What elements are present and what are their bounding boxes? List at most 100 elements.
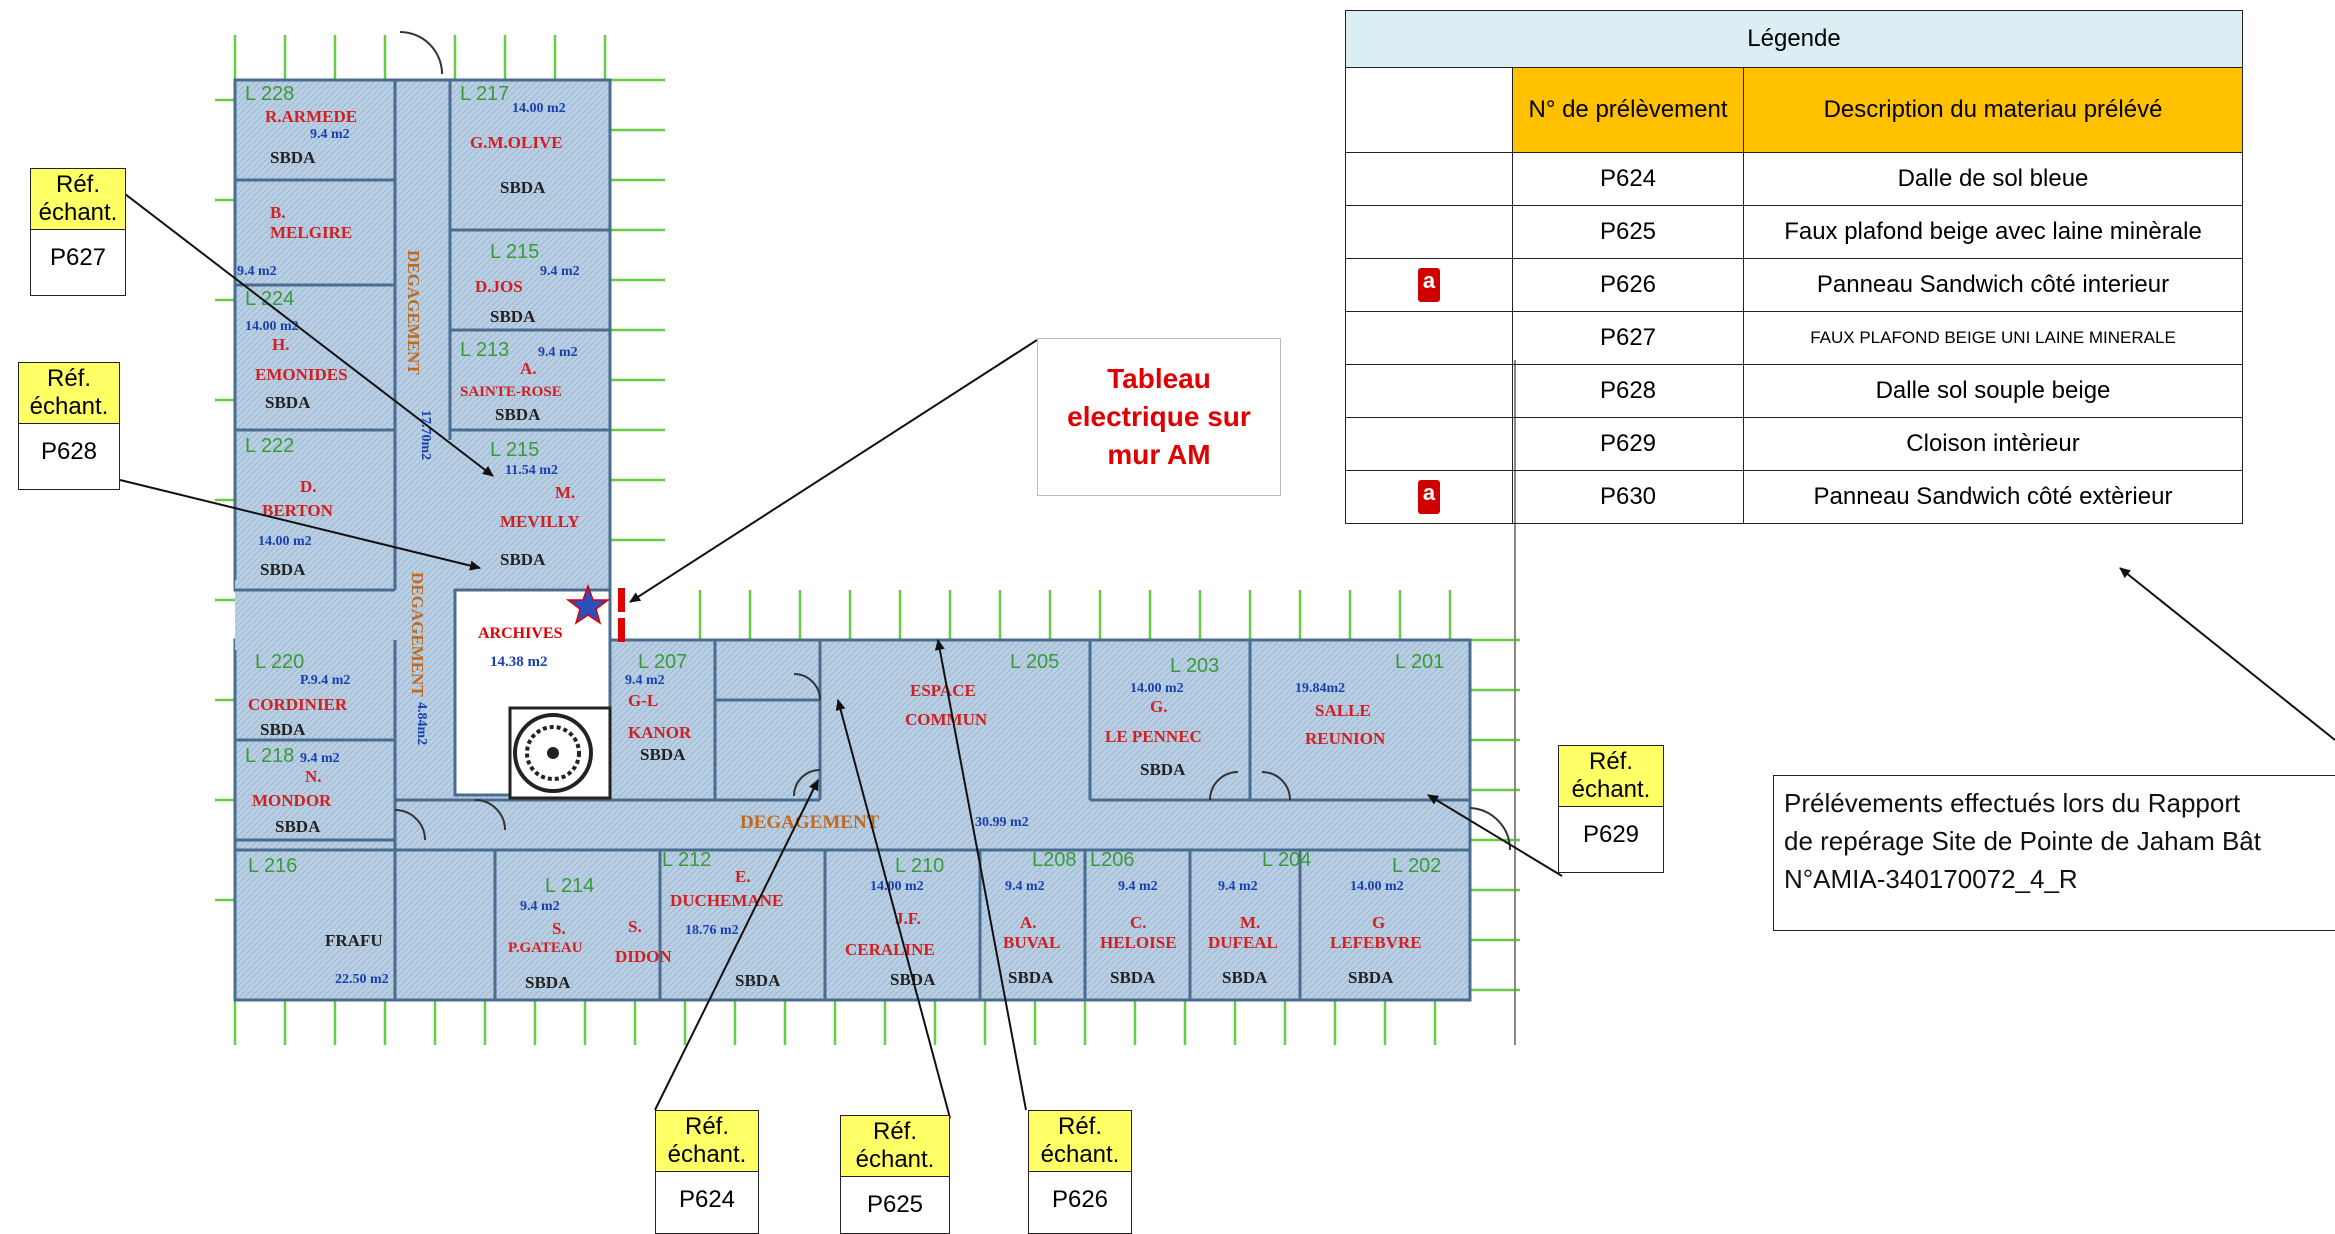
room-202-name1: G (1372, 913, 1385, 932)
room-208-name2: BUVAL (1003, 933, 1060, 952)
corridor-3-name: DEGAGEMENT (740, 812, 880, 833)
room-213-note: SBDA (495, 405, 541, 424)
room-213-name2: SAINTE-ROSE (460, 384, 562, 400)
room-220-name: CORDINIER (248, 695, 348, 714)
room-204-note: SBDA (1222, 968, 1268, 987)
room-210-num: L 210 (895, 855, 944, 877)
room-215b-name2: MEVILLY (500, 512, 580, 531)
room-206-name2: HELOISE (1100, 933, 1177, 952)
ref-header-2: échant. (855, 1146, 935, 1173)
stair-icon (508, 706, 612, 800)
room-202-name2: LEFEBVRE (1330, 933, 1422, 952)
legend-row-desc: Panneau Sandwich côté interieur (1743, 258, 2243, 312)
room-217-name: G.M.OLIVE (470, 133, 563, 152)
room-228-num: L 228 (245, 83, 294, 105)
note-line1: Prélévements effectués lors du Rapport (1784, 788, 2241, 818)
ref-code-p628: P628 (40, 438, 98, 465)
legend-row-icon (1345, 152, 1513, 206)
legend-row-desc: Panneau Sandwich côté extèrieur (1743, 470, 2243, 524)
legend-row: P627 FAUX PLAFOND BEIGE UNI LAINE MINERA… (1345, 311, 2243, 365)
corridor-2-name: DEGAGEMENT (408, 572, 427, 697)
legend-col-num: N° de prélèvement (1512, 67, 1744, 153)
ref-code-p629: P629 (1582, 821, 1640, 848)
room-214-area: 9.4 m2 (520, 899, 560, 914)
room-212-name1: E. (735, 867, 751, 886)
ref-header-2: échant. (667, 1141, 747, 1168)
room-208-num: L208 (1032, 849, 1077, 871)
room-203-name1: G. (1150, 697, 1167, 716)
room-213-name1: A. (520, 359, 537, 378)
room-222-area: 14.00 m2 (258, 534, 312, 549)
legend-row-icon (1345, 364, 1513, 418)
room-212-note: SBDA (735, 971, 781, 990)
ref-header-1: Réf. (684, 1113, 729, 1140)
room-226-area: 9.4 m2 (237, 264, 277, 279)
legend-row-num: P630 (1512, 470, 1744, 524)
tableau-line2: electrique sur (1067, 401, 1251, 432)
room-224-name1: H. (272, 335, 289, 354)
room-201-area: 19.84m2 (1295, 681, 1345, 696)
room-207-name2: KANOR (628, 723, 692, 742)
report-note: Prélévements effectués lors du Rapport d… (1773, 775, 2335, 931)
room-212-name2: DUCHEMANE (670, 891, 783, 910)
legend-icon-header (1345, 67, 1513, 153)
room-224-note: SBDA (265, 393, 311, 412)
room-215b-note: SBDA (500, 550, 546, 569)
room-215b-num: L 215 (490, 439, 539, 461)
ref-code-p624: P624 (678, 1186, 736, 1213)
room-205-num: L 205 (1010, 651, 1059, 673)
room-224-area: 14.00 m2 (245, 319, 299, 334)
legend-title: Légende (1345, 10, 2243, 68)
legend-row: a P630 Panneau Sandwich côté extèrieur (1345, 470, 2243, 524)
ref-header-1: Réf. (55, 171, 100, 198)
room-224-name2: EMONIDES (255, 365, 348, 384)
ref-header-2: échant. (38, 199, 118, 226)
room-207-name1: G-L (628, 691, 658, 710)
legend-row: P628 Dalle sol souple beige (1345, 364, 2243, 418)
room-228-area: 9.4 m2 (310, 127, 350, 142)
legend-table: Légende N° de prélèvement Description du… (1345, 10, 2243, 524)
legend-row-desc: Faux plafond beige avec laine minèrale (1743, 205, 2243, 259)
note-line2: de repérage Site de Pointe de Jaham Bât (1784, 826, 2261, 856)
room-214-name1: S. (552, 919, 566, 938)
room-222-num: L 222 (245, 435, 294, 457)
room-228-name: R.ARMEDE (265, 107, 357, 126)
room-217-area: 14.00 m2 (512, 101, 566, 116)
room-212-name3: S. (628, 917, 642, 936)
room-218-num: L 218 (245, 745, 294, 767)
room-222-name1: D. (300, 477, 317, 496)
room-202-num: L 202 (1392, 855, 1441, 877)
asbestos-icon: a (1418, 268, 1440, 302)
legend-row: P624 Dalle de sol bleue (1345, 152, 2243, 206)
room-206-note: SBDA (1110, 968, 1156, 987)
room-203-name2: LE PENNEC (1105, 727, 1202, 746)
ref-header-1: Réf. (1057, 1113, 1102, 1140)
archives-name: ARCHIVES (478, 625, 563, 642)
room-210-area: 14.00 m2 (870, 879, 924, 894)
ref-box-p628: Réf.échant. P628 (18, 362, 120, 490)
room-208-note: SBDA (1008, 968, 1054, 987)
room-218-name2: MONDOR (252, 791, 332, 810)
corridor-3-area: 30.99 m2 (975, 815, 1029, 830)
room-205-name1: ESPACE (910, 681, 976, 700)
room-202-note: SBDA (1348, 968, 1394, 987)
legend-row: P629 Cloison intèrieur (1345, 417, 2243, 471)
legend-row-num: P627 (1512, 311, 1744, 365)
ref-box-p625: Réf.échant. P625 (840, 1115, 950, 1234)
room-207-num: L 207 (638, 651, 687, 673)
legend-row-desc: Dalle de sol bleue (1743, 152, 2243, 206)
ref-header-2: échant. (29, 393, 109, 420)
room-214-note: SBDA (525, 973, 571, 992)
ref-code-p625: P625 (866, 1191, 924, 1218)
room-215a-num: L 215 (490, 241, 539, 263)
room-204-num: L 204 (1262, 849, 1311, 871)
room-208-name1: A. (1020, 913, 1037, 932)
legend-row-num: P626 (1512, 258, 1744, 312)
room-226-name1: B. (270, 203, 286, 222)
room-205-name2: COMMUN (905, 710, 988, 729)
room-206-area: 9.4 m2 (1118, 879, 1158, 894)
room-207-note: SBDA (640, 745, 686, 764)
ref-header-1: Réf. (46, 365, 91, 392)
room-210-name1: J.F. (895, 909, 921, 928)
